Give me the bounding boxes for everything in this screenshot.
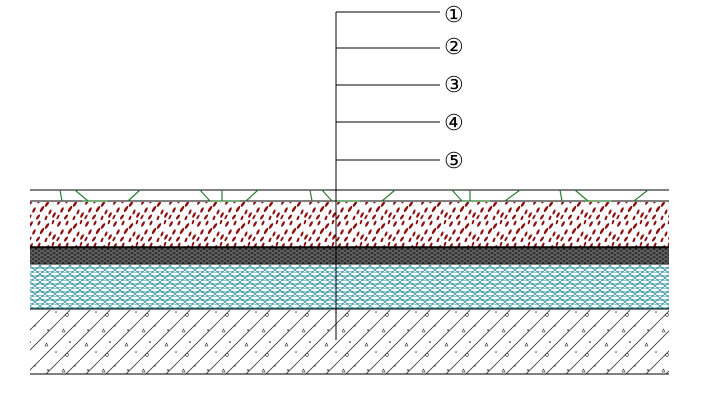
callout-3: ③ — [336, 73, 464, 98]
callout-1-label: ① — [444, 3, 464, 28]
tile-joint-marks — [59, 189, 649, 202]
layer-insulation — [30, 265, 669, 310]
layer-tile-finish — [30, 189, 669, 202]
callout-5-label: ⑤ — [444, 149, 464, 174]
layer-concrete-slab — [30, 310, 669, 375]
callout-2-label: ② — [444, 35, 464, 60]
callout-4-label: ④ — [444, 111, 464, 136]
callout-3-label: ③ — [444, 73, 464, 98]
callout-4: ④ — [336, 111, 464, 136]
layer-bonding-mortar — [30, 202, 669, 248]
callout-2: ② — [336, 35, 464, 60]
layer-membrane — [30, 247, 669, 265]
callout-1: ① — [336, 3, 464, 28]
callout-5: ⑤ — [336, 149, 464, 174]
